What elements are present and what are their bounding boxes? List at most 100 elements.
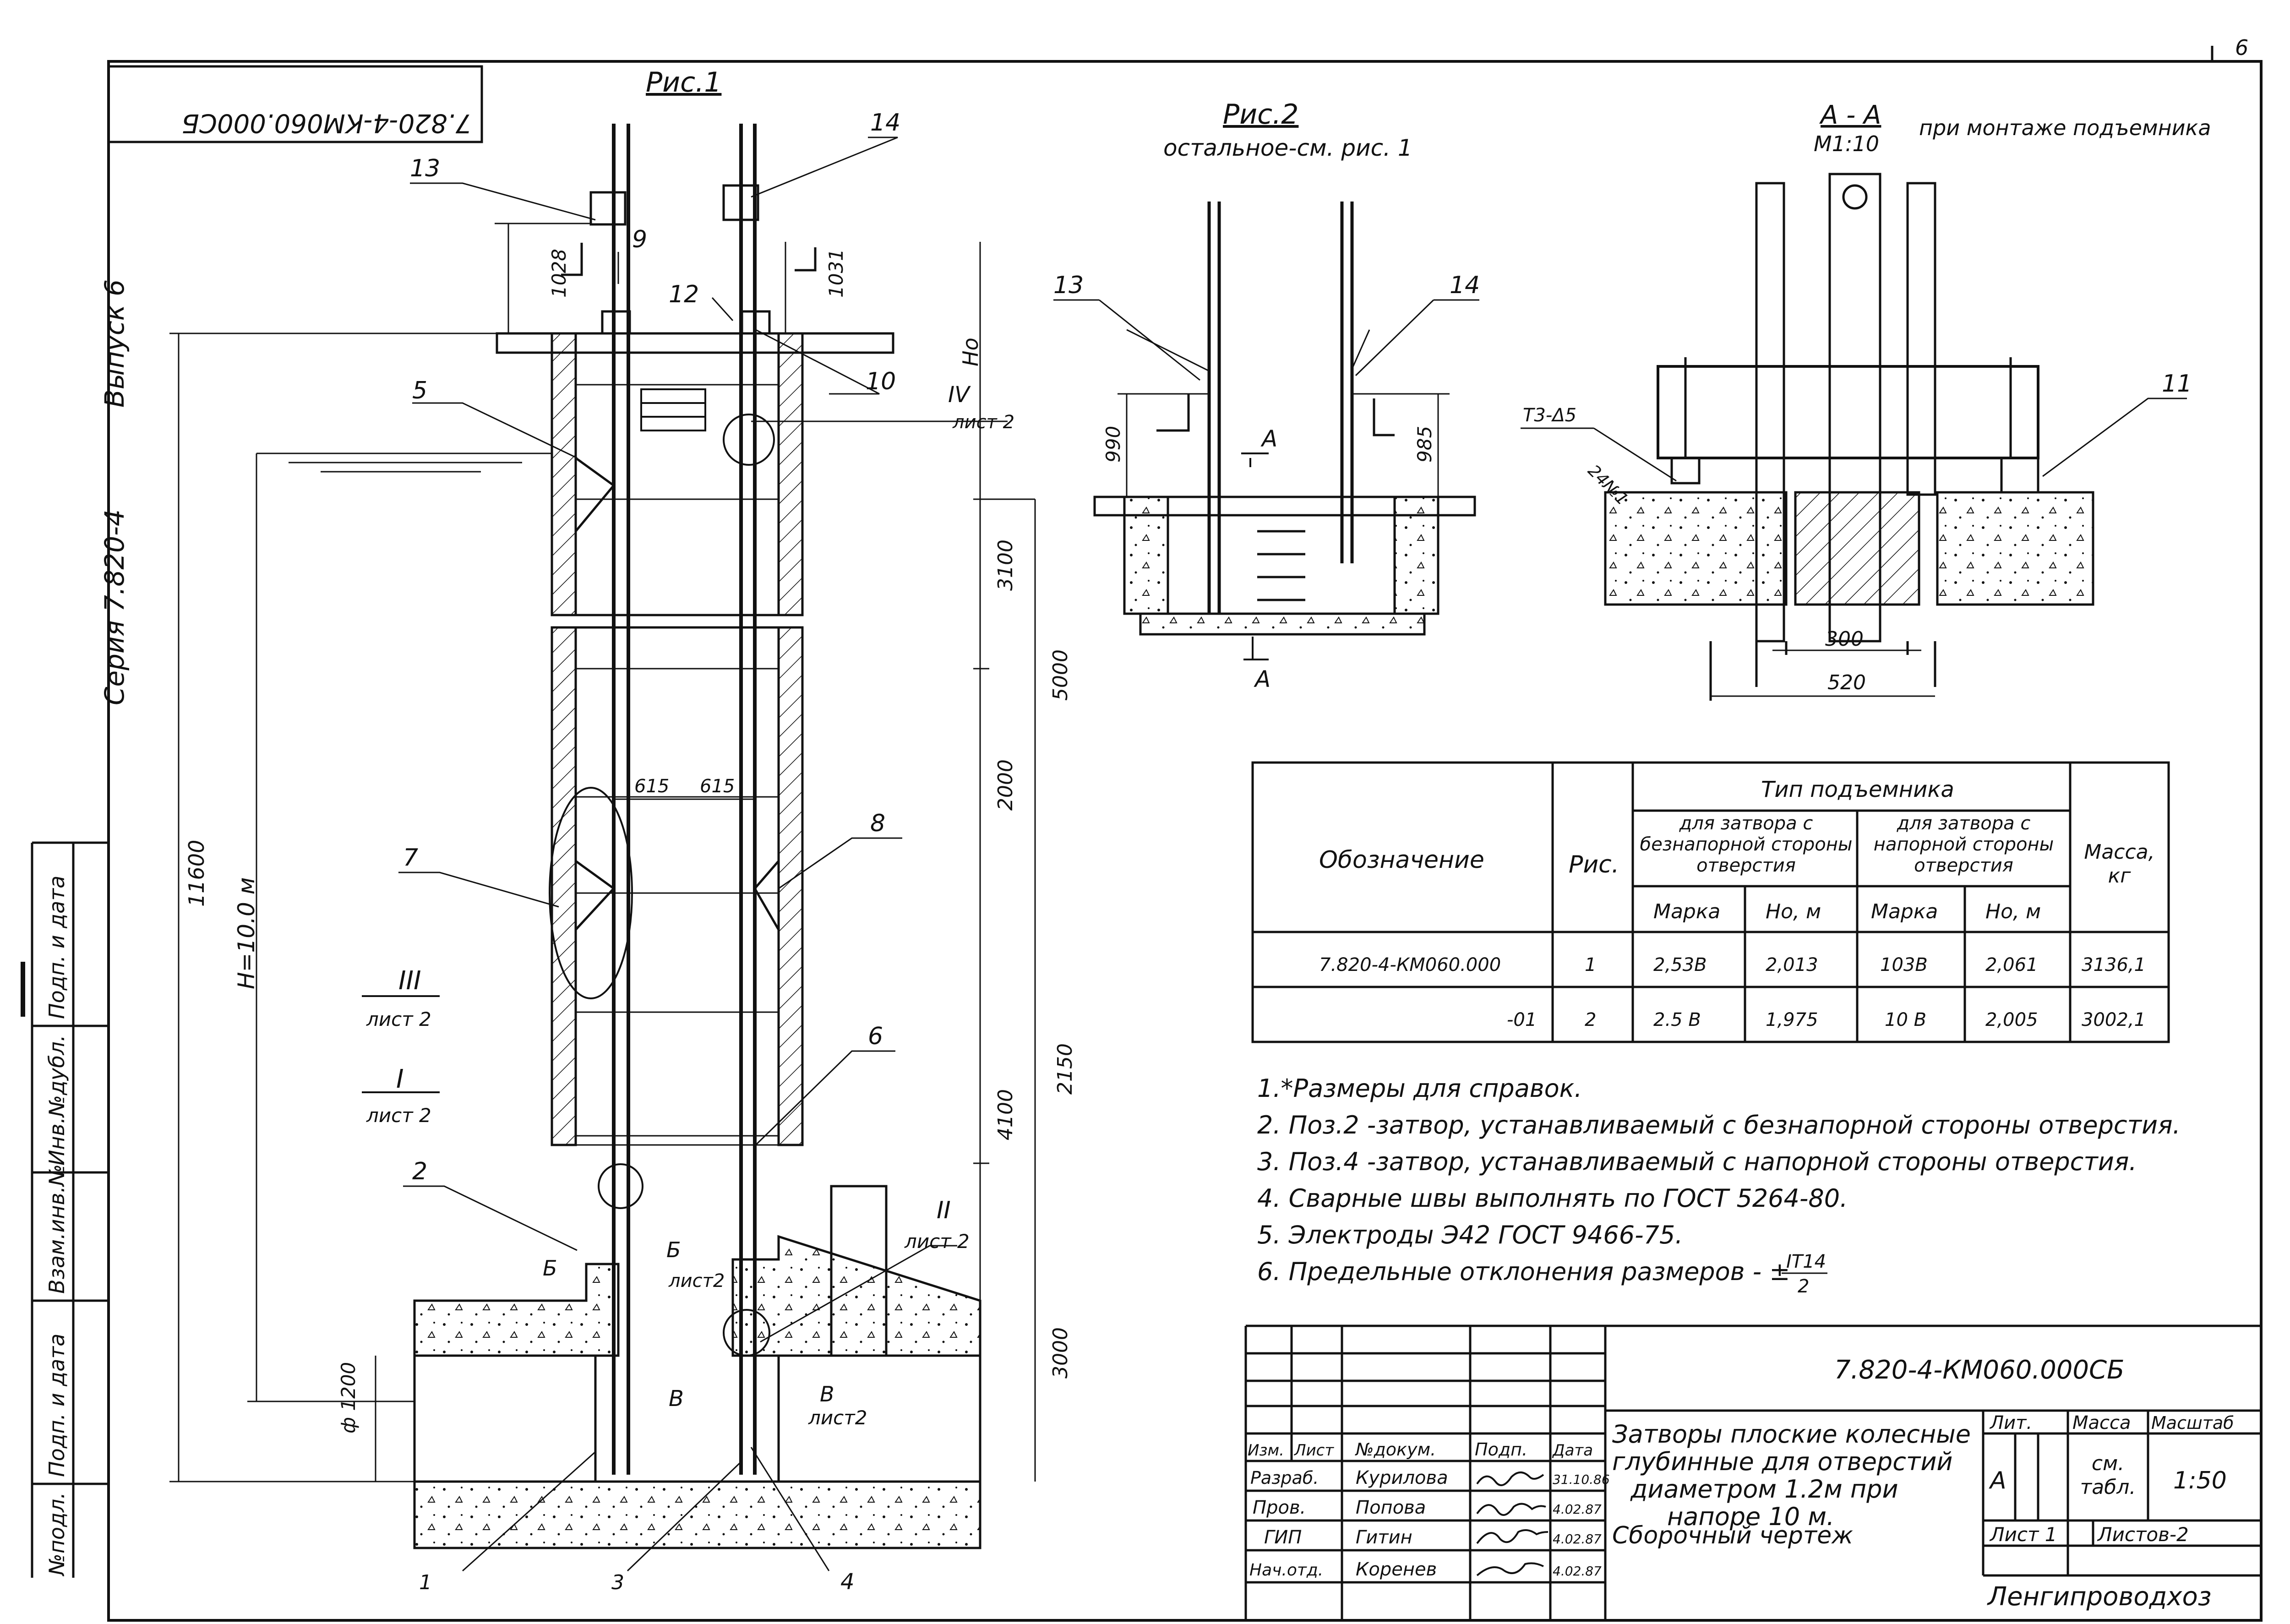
tb-head-sheet: Лист <box>1293 1441 1334 1460</box>
tb-date-4: 4.02.87 <box>1553 1564 1602 1579</box>
spec-r1-mark-b: 103В <box>1880 954 1928 975</box>
fig2-title: Рис.2 <box>1223 98 1298 131</box>
fig2-section-A-top: А <box>1260 425 1277 452</box>
spec-sub-b-wrap: для затвора с напорной стороны отверстия <box>1873 813 2054 876</box>
section-V-left: В <box>669 1386 684 1411</box>
sheet-frame <box>107 46 2263 1622</box>
section-V: В <box>820 1382 834 1406</box>
tb-date-1: 31.10.86 <box>1553 1472 1610 1487</box>
tb-title-1: Затворы плоские колесные <box>1612 1420 1971 1449</box>
fig2-dim-985: 985 <box>1413 426 1436 463</box>
note-4: 4. Сварные швы выполнять по ГОСТ 5264-80… <box>1257 1184 1848 1213</box>
section-AA: А - А М1:10 при монтаже подъемника 30 <box>1521 100 2211 701</box>
section-B-mark: Б <box>543 1256 557 1281</box>
callout-10: 10 <box>866 368 896 395</box>
dim-615-right: 615 <box>700 776 735 797</box>
spec-r1-fig: 1 <box>1585 954 1596 975</box>
fig2-callout-14: 14 <box>1450 272 1480 299</box>
spec-r2-mass: 3002,1 <box>2082 1009 2146 1030</box>
side-stamp <box>21 841 109 1578</box>
spec-r1-ho-a: 2,013 <box>1766 954 1818 975</box>
side-stamp-repl-inv: Взам.инв.№ <box>44 1164 69 1294</box>
note-5: 5. Электроды Э42 ГОСТ 9466-75. <box>1257 1221 1683 1249</box>
spec-r1-mark-a: 2,53В <box>1653 954 1707 975</box>
sectionAA-dim-300: 300 <box>1825 627 1864 651</box>
fig1-braces <box>575 457 780 931</box>
sectionAA-note: при монтаже подъемника <box>1919 115 2211 140</box>
spec-col-fig: Рис. <box>1569 851 1619 878</box>
note-3: 3. Поз.4 -затвор, устанавливаемый с напо… <box>1257 1147 2137 1176</box>
callout-1: 1 <box>419 1571 432 1594</box>
dim-2000: 2000 <box>994 759 1017 811</box>
signatures <box>1476 1471 1548 1576</box>
dim-4100: 4100 <box>994 1089 1017 1140</box>
dim-3100: 3100 <box>994 540 1017 591</box>
tb-subtitle: Сборочный чертеж <box>1612 1522 1853 1549</box>
tb-org: Ленгипроводхоз <box>1987 1582 2212 1612</box>
fig1-shaft-walls <box>551 332 804 1146</box>
spec-r1-mass: 3136,1 <box>2082 954 2146 975</box>
callout-3: 3 <box>611 1571 624 1594</box>
tb-head-change: Изм. <box>1248 1441 1284 1460</box>
tb-mass-head: Масса <box>2072 1412 2131 1433</box>
section-III-sheet: лист 2 <box>366 1008 431 1030</box>
issue-label: Выпуск 6 <box>99 279 130 408</box>
fig1: Рис.1 <box>169 66 1077 1595</box>
spec-r2-mark-b: 10 В <box>1885 1009 1926 1030</box>
fig1-water-level <box>256 452 552 473</box>
dim-H: H=10.0 м <box>233 877 260 989</box>
sectionAA-callout-11: 11 <box>2162 370 2192 398</box>
callout-2: 2 <box>412 1158 427 1185</box>
tb-mass-val: см. табл. <box>2080 1452 2136 1499</box>
sectionAA-structure <box>1604 173 2094 701</box>
tb-role-4: Нач.отд. <box>1249 1561 1323 1580</box>
sectionAA-title: А - А <box>1819 100 1881 130</box>
fig1-detail-IV-circle <box>723 414 775 466</box>
callout-7: 7 <box>403 844 418 872</box>
callout-6: 6 <box>868 1023 883 1050</box>
spec-sub-a-wrap: для затвора с безнапорной стороны отверс… <box>1640 813 1853 876</box>
spec-col-mark-a: Марка <box>1653 900 1720 923</box>
sectionAA-dim-520: 520 <box>1827 671 1866 694</box>
fig1-base <box>413 1185 981 1549</box>
side-stamp-sign-date-1: Подп. и дата <box>44 876 69 1019</box>
section-B5-sheet: лист2 <box>668 1270 725 1292</box>
section-II: II <box>937 1197 951 1224</box>
spec-table: Обозначение Рис. Тип подъемника для затв… <box>1251 761 2170 1043</box>
spec-r2-designation: -01 <box>1507 1009 1537 1030</box>
tb-mass-val-wrap: см. табл. <box>2080 1452 2136 1499</box>
tb-title-3: диаметром 1.2м при <box>1630 1475 1898 1504</box>
side-stamp-orig-no: №подл. <box>44 1492 69 1577</box>
note-1: 1.*Размеры для справок. <box>1257 1074 1582 1103</box>
tb-title-2: глубинные для отверстий <box>1612 1447 1953 1476</box>
note-2: 2. Поз.2 -затвор, устанавливаемый с безн… <box>1257 1111 2181 1139</box>
sectionAA-weld: Т3-Δ5 <box>1523 405 1576 426</box>
callout-13: 13 <box>410 155 440 182</box>
section-II-sheet: лист 2 <box>904 1230 970 1253</box>
fig2-section-A-bottom: А <box>1254 666 1270 692</box>
spec-sub-b: для затвора с напорной стороны отверстия <box>1873 813 2054 876</box>
tb-date-3: 4.02.87 <box>1553 1531 1602 1547</box>
spec-col-type: Тип подъемника <box>1761 777 1954 802</box>
fig1-rails <box>576 384 779 1146</box>
section-IV-sheet: лист 2 <box>952 412 1014 433</box>
callout-8: 8 <box>870 810 885 837</box>
fig1-top-slab <box>496 332 894 354</box>
fig1-callout-leaders <box>398 136 1008 1572</box>
fig1-hoists <box>561 184 817 335</box>
tolerance-den: 2 <box>1798 1276 1809 1297</box>
spec-col-ho-b: Но, м <box>1985 900 2041 923</box>
fig1-detail-III-circle <box>549 787 633 999</box>
tb-lit-val: А <box>1989 1467 2006 1494</box>
dim-1031: 1031 <box>825 249 847 298</box>
tb-scale-head: Масштаб <box>2151 1413 2234 1433</box>
spec-sub-a: для затвора с безнапорной стороны отверс… <box>1640 813 1853 876</box>
tb-code: 7.820-4-КМ060.000СБ <box>1834 1355 2125 1385</box>
tb-role-1: Разраб. <box>1250 1468 1319 1488</box>
dim-1028: 1028 <box>548 249 570 298</box>
fig1-ladder <box>640 388 706 431</box>
dim-11600: 11600 <box>184 840 209 907</box>
tb-date-2: 4.02.87 <box>1553 1502 1602 1517</box>
rotated-doc-code: 7.820-4-КМ060.000СБ <box>181 108 472 138</box>
fig2-subtitle: остальное-см. рис. 1 <box>1163 135 1412 161</box>
